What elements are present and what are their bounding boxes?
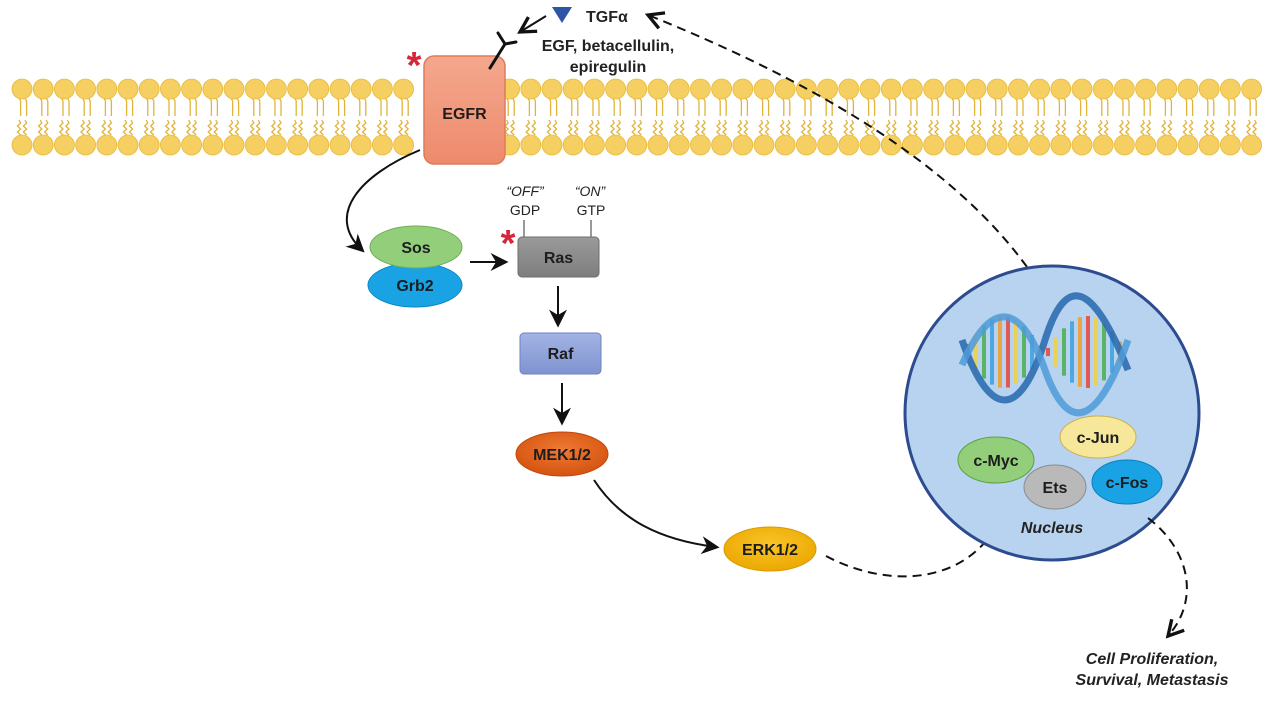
egfr-label: EGFR	[442, 106, 487, 123]
nucleus-to-outcome-arrow	[1147, 517, 1188, 636]
sos-node[interactable]: Sos	[369, 225, 463, 269]
ras-mutation-asterisk: *	[501, 223, 516, 265]
tgfa-triangle-icon	[552, 7, 572, 23]
egfr-receptor[interactable]: EGFR	[423, 55, 506, 165]
nucleus[interactable]	[903, 264, 1201, 562]
raf-node[interactable]: Raf	[519, 332, 602, 375]
ras-label: Ras	[544, 250, 573, 267]
nucleus-label: Nucleus	[1021, 520, 1083, 537]
ligand-binding-site-icon	[488, 31, 518, 70]
outcome-label-line2: Survival, Metastasis	[1076, 672, 1229, 689]
ets-label: Ets	[1043, 480, 1068, 497]
egfr-mutation-asterisk: *	[407, 45, 422, 87]
egfr-to-sos-arrow	[345, 149, 421, 253]
ras-gdp-label: GDP	[510, 202, 540, 218]
sos-label: Sos	[401, 240, 430, 257]
outcome-label-line1: Cell Proliferation,	[1086, 651, 1218, 668]
cjun-label: c-Jun	[1077, 430, 1120, 447]
grb2-label: Grb2	[396, 278, 433, 295]
egf-family-label-line2: epiregulin	[570, 59, 646, 76]
nucleus-to-tgfa-arrow	[648, 15, 1059, 319]
ras-gtp-label: GTP	[577, 202, 606, 218]
cfos-node[interactable]: c-Fos	[1091, 459, 1163, 505]
cmyc-label: c-Myc	[973, 453, 1018, 470]
tgfa-to-egfr-arrow	[520, 15, 547, 32]
erk-node[interactable]: ERK1/2	[723, 526, 817, 572]
mek-to-erk-arrow	[593, 479, 720, 555]
grb2-node[interactable]: Grb2	[367, 262, 463, 308]
erk-to-nucleus-arrow	[825, 524, 998, 578]
cjun-node[interactable]: c-Jun	[1059, 415, 1137, 459]
cell-membrane	[11, 78, 1262, 156]
mek-label: MEK1/2	[533, 447, 591, 464]
ras-on-label: “ON”	[575, 183, 607, 199]
mek-node[interactable]: MEK1/2	[515, 431, 609, 477]
ets-node[interactable]: Ets	[1023, 464, 1087, 510]
cfos-label: c-Fos	[1106, 475, 1149, 492]
cmyc-node[interactable]: c-Myc	[957, 436, 1035, 484]
raf-label: Raf	[548, 346, 574, 363]
ras-off-label: “OFF”	[506, 183, 545, 199]
erk-label: ERK1/2	[742, 542, 798, 559]
ras-node[interactable]: Ras	[517, 236, 600, 278]
dna-helix-icon	[958, 292, 1132, 417]
tgfa-label: TGFα	[586, 9, 628, 26]
egf-family-label-line1: EGF, betacellulin,	[542, 38, 674, 55]
